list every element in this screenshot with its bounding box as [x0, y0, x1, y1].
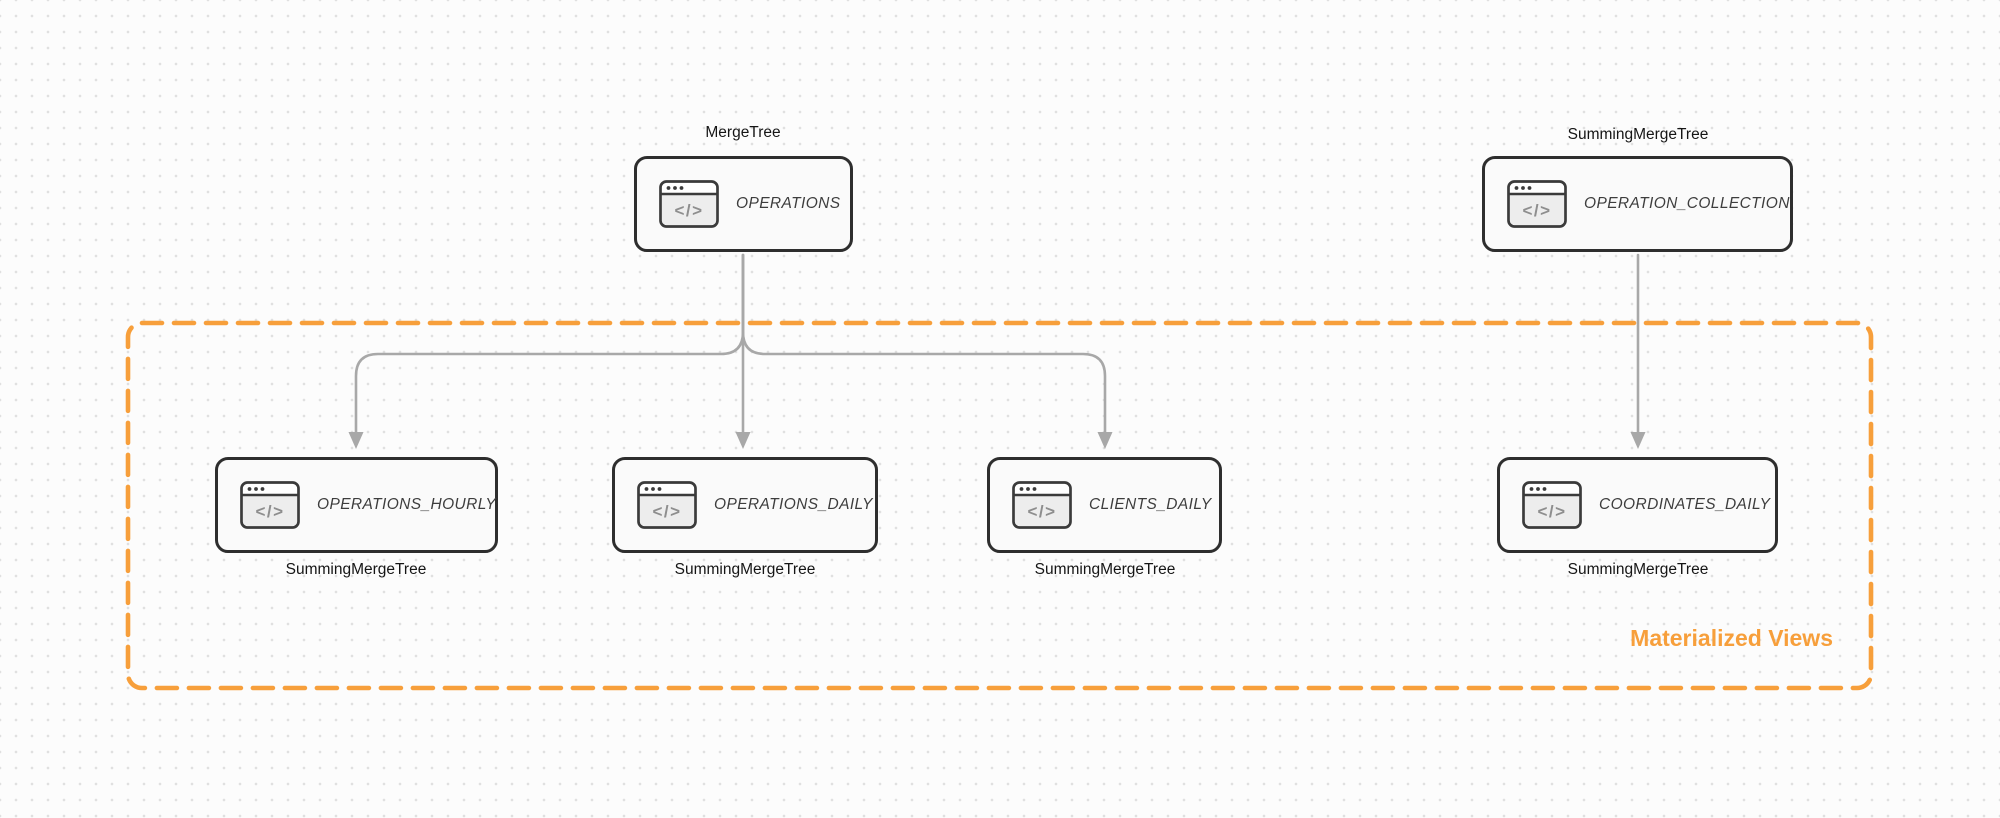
svg-text:</>: </>	[1027, 502, 1056, 521]
materialized-views-label: Materialized Views	[1630, 625, 1833, 651]
edge-operations-to-operations-hourly	[348, 253, 745, 449]
node-label-operations-daily: OPERATIONS_DAILY	[714, 496, 873, 513]
node-operations-daily: </> OPERATIONS_DAILY	[612, 457, 878, 553]
code-window-icon: </>	[1522, 481, 1582, 529]
code-window-icon: </>	[659, 180, 719, 228]
node-label-operations: OPERATIONS	[736, 195, 841, 212]
engine-label-coordinates-daily: SummingMergeTree	[1567, 561, 1709, 578]
engine-label-operations-daily: SummingMergeTree	[674, 561, 816, 578]
code-window-icon: </>	[240, 481, 300, 529]
node-label-operations-hourly: OPERATIONS_HOURLY	[317, 496, 497, 513]
node-coordinates-daily: </> COORDINATES_DAILY	[1497, 457, 1778, 553]
node-operations-hourly: </> OPERATIONS_HOURLY	[215, 457, 498, 553]
node-clients-daily: </> CLIENTS_DAILY	[987, 457, 1222, 553]
edge-operations-to-clients-daily	[741, 253, 1113, 449]
node-label-clients-daily: CLIENTS_DAILY	[1089, 496, 1212, 513]
engine-label-operations: MergeTree	[705, 124, 781, 141]
svg-text:</>: </>	[674, 201, 703, 220]
engine-label-clients-daily: SummingMergeTree	[1034, 561, 1176, 578]
svg-text:</>: </>	[652, 502, 681, 521]
svg-text:</>: </>	[1537, 502, 1566, 521]
code-window-icon: </>	[1012, 481, 1072, 529]
node-label-coordinates-daily: COORDINATES_DAILY	[1599, 496, 1771, 513]
edge-operations-to-operations-daily	[735, 253, 751, 449]
engine-label-operation-collection: SummingMergeTree	[1567, 126, 1709, 143]
svg-text:</>: </>	[255, 502, 284, 521]
node-operations: </> OPERATIONS	[634, 156, 853, 252]
node-operation-collection: </> OPERATION_COLLECTION	[1482, 156, 1793, 252]
svg-text:</>: </>	[1522, 201, 1551, 220]
engine-label-operations-hourly: SummingMergeTree	[285, 561, 427, 578]
code-window-icon: </>	[1507, 180, 1567, 228]
code-window-icon: </>	[637, 481, 697, 529]
edge-operation-collection-to-coordinates-daily	[1630, 253, 1646, 449]
node-label-operation-collection: OPERATION_COLLECTION	[1584, 195, 1790, 212]
